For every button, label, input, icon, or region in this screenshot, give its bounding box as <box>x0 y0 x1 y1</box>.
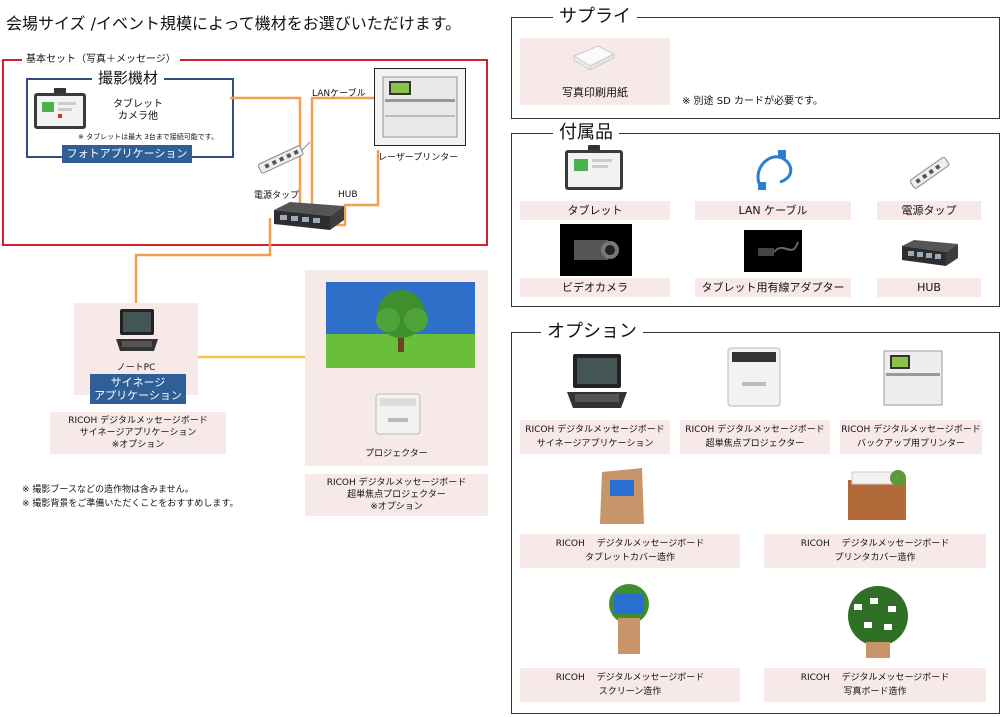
connection-lines <box>134 96 380 359</box>
options-box <box>511 332 1000 714</box>
option-label-1: RICOH デジタルメッセージボード サイネージアプリケーション <box>520 420 670 454</box>
options-title: オプション <box>541 321 643 343</box>
option-label-4: RICOH デジタルメッセージボード タブレットカバー造作 <box>520 534 740 568</box>
tablet-icon <box>562 145 626 195</box>
projector-caption: RICOH デジタルメッセージボード 超単焦点プロジェクター ※オプション <box>305 474 488 516</box>
tablet-camera-label: タブレット カメラ他 <box>113 99 163 122</box>
note-2: ※ 撮影背景をご準備いただくことをおすすめします。 <box>22 499 239 509</box>
accessory-label-tablet: タブレット <box>520 201 670 220</box>
option-label-7: RICOH デジタルメッセージボード 写真ボード造作 <box>764 668 986 702</box>
basic-set-frame <box>2 59 488 246</box>
video-camera-icon <box>560 224 632 276</box>
power-strip-icon <box>904 150 954 194</box>
hub-icon <box>898 236 960 272</box>
laptop-icon <box>565 352 629 410</box>
screen-icon <box>600 582 658 656</box>
projector-icon <box>724 344 784 410</box>
signage-app-bar: サイネージ アプリケーション <box>90 374 186 404</box>
page-title: 会場サイズ /イベント規模によって機材をお選びいただけます。 <box>6 14 462 33</box>
paper-icon <box>570 42 618 74</box>
supply-box <box>511 17 1000 119</box>
photo-app-bar: フォトアプリケーション <box>62 145 192 163</box>
tablet-cover-icon <box>596 466 648 526</box>
projector-icon <box>372 388 424 440</box>
tablet-note: ※ タブレットは最大 3台まで接続可能です。 <box>78 133 219 141</box>
printer-cover-icon <box>842 468 912 524</box>
printer-icon <box>880 347 946 409</box>
option-label-2: RICOH デジタルメッセージボード 超単焦点プロジェクター <box>680 420 830 454</box>
hub-label: HUB <box>338 190 358 200</box>
projector-label: プロジェクター <box>365 449 428 459</box>
lan-cable-icon <box>750 148 800 192</box>
accessory-label-power: 電源タップ <box>877 201 981 220</box>
supply-note: ※ 別途 SD カードが必要です。 <box>682 96 823 107</box>
notebook-pc-label: ノートPC <box>116 363 156 373</box>
option-label-5: RICOH デジタルメッセージボード プリンタカバー造作 <box>764 534 986 568</box>
accessories-title: 付属品 <box>553 122 619 144</box>
accessory-label-hub: HUB <box>877 278 981 297</box>
projected-image <box>326 282 475 368</box>
basic-set-label: 基本セット（写真＋メッセージ） <box>22 50 180 65</box>
photo-board-icon <box>840 584 916 660</box>
accessory-label-adapter: タブレット用有線アダプター <box>695 278 851 297</box>
tablet-icon <box>32 88 88 134</box>
hub-icon <box>270 200 346 234</box>
camera-group-title: 撮影機材 <box>92 67 165 88</box>
option-label-3: RICOH デジタルメッセージボード バックアップ用プリンター <box>840 420 982 454</box>
accessory-label-lan: LAN ケーブル <box>695 201 851 220</box>
accessory-label-camera: ビデオカメラ <box>520 278 670 297</box>
accessories-box <box>511 133 1000 307</box>
laser-printer-image <box>374 68 466 146</box>
laptop-icon <box>114 307 160 353</box>
notebook-pc-caption: RICOH デジタルメッセージボード サイネージアプリケーション ※オプション <box>50 412 226 454</box>
supply-title: サプライ <box>553 6 637 28</box>
lan-cable-label: LANケーブル <box>312 89 366 99</box>
power-strip-label: 電源タップ <box>254 191 300 201</box>
power-strip-icon <box>252 140 312 180</box>
paper-label: 写真印刷用紙 <box>562 86 628 99</box>
option-label-6: RICOH デジタルメッセージボード スクリーン造作 <box>520 668 740 702</box>
adapter-icon <box>744 230 802 272</box>
note-1: ※ 撮影ブースなどの造作物は含みません。 <box>22 485 194 495</box>
laser-printer-label: レーザープリンター <box>378 153 459 163</box>
